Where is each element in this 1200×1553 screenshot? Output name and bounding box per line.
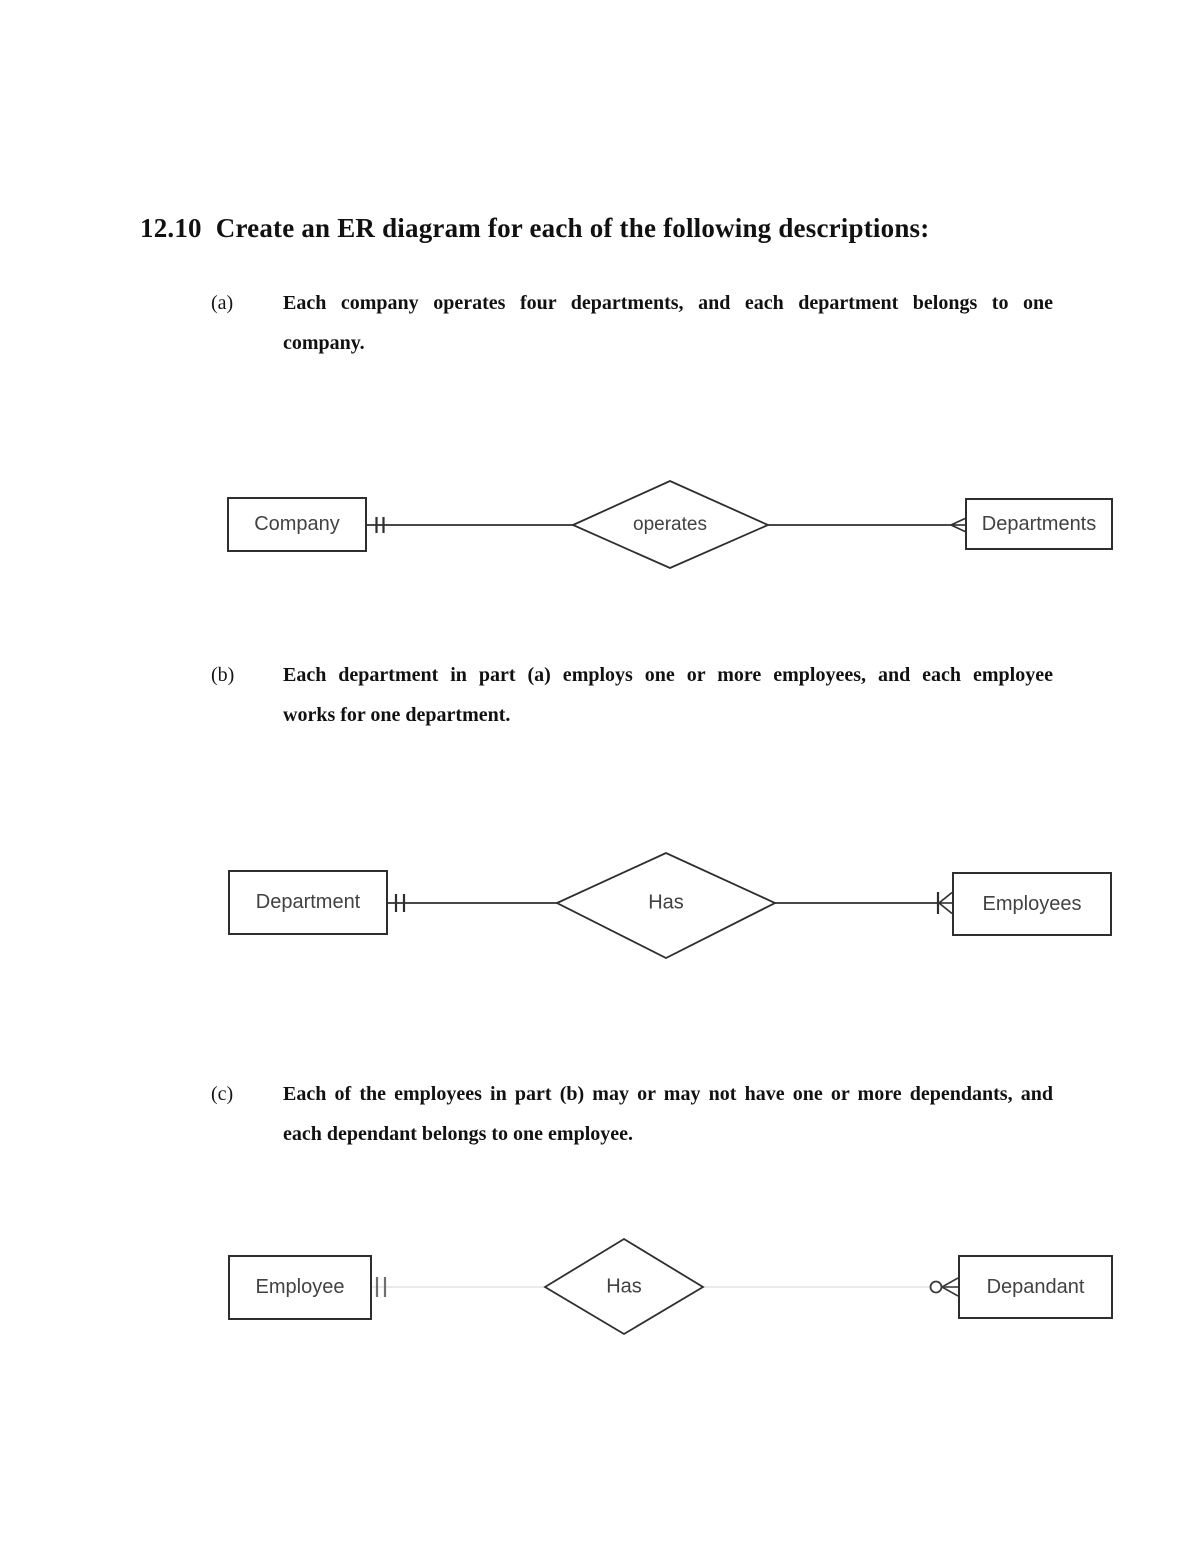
er-diagram-b: Department Has Employees (220, 848, 1120, 963)
paragraph-c: (c) Each of the employees in part (b) ma… (211, 1074, 1056, 1154)
paragraph-c-line1: Each of the employees in part (b) may or… (283, 1083, 1053, 1105)
er-diagram-b-canvas (388, 852, 953, 960)
many-crow-foot-icon (950, 517, 966, 533)
relationship-label: Has (648, 891, 684, 914)
paragraph-a-label: (a) (211, 292, 234, 314)
er-diagram-a: Company operates Departments (220, 475, 1120, 575)
relationship-diamond (570, 480, 771, 569)
paragraph-a: (a) Each company operates four departmen… (211, 283, 1056, 363)
exercise-heading: Create an ER diagram for each of the fol… (215, 213, 930, 243)
entity-label: Depandant (986, 1275, 1085, 1298)
entity-employee: Employee (228, 1255, 372, 1320)
exactly-one-double-tick-icon (394, 894, 406, 912)
er-diagram-a-canvas (367, 480, 966, 569)
paragraph-c-label: (c) (211, 1083, 234, 1105)
paragraph-b-line1: Each department in part (a) employs one … (283, 664, 1053, 686)
exactly-one-double-tick-icon (375, 1277, 387, 1297)
entity-label: Departments (981, 512, 1097, 535)
entity-department: Department (228, 870, 388, 935)
entity-label: Employee (255, 1276, 345, 1298)
exercise-number: 12.10 (140, 213, 202, 243)
paragraph-a-line1: Each company operates four departments, … (283, 292, 1053, 314)
paragraph-a-line2: company. (283, 332, 365, 354)
er-diagram-c: Employee Has Depandant (220, 1235, 1120, 1340)
paragraph-b-line2: works for one department. (283, 704, 511, 726)
relationship-label: Has (606, 1275, 642, 1298)
entity-company: Company (227, 497, 367, 552)
er-diagram-c-canvas (372, 1237, 959, 1336)
zero-or-many-circle-crow-foot-icon (929, 1277, 959, 1297)
paragraph-b-label: (b) (211, 664, 235, 686)
relationship-label: operates (633, 514, 707, 535)
entity-employees: Employees (952, 872, 1112, 936)
entity-departments: Departments (965, 498, 1113, 550)
exactly-one-double-tick-icon (375, 517, 385, 533)
exercise-title: 12.10 Create an ER diagram for each of th… (140, 211, 1120, 245)
relationship-diamond (543, 1237, 705, 1336)
paragraph-c-line2: each dependant belongs to one employee. (283, 1123, 633, 1145)
entity-label: Department (255, 891, 361, 913)
one-or-many-tick-crow-foot-icon (936, 891, 953, 915)
entity-dependant: Depandant (958, 1255, 1113, 1319)
paragraph-b: (b) Each department in part (a) employs … (211, 655, 1056, 735)
entity-label: Employees (982, 892, 1082, 915)
relationship-diamond (554, 852, 778, 960)
entity-label: Company (254, 513, 340, 535)
